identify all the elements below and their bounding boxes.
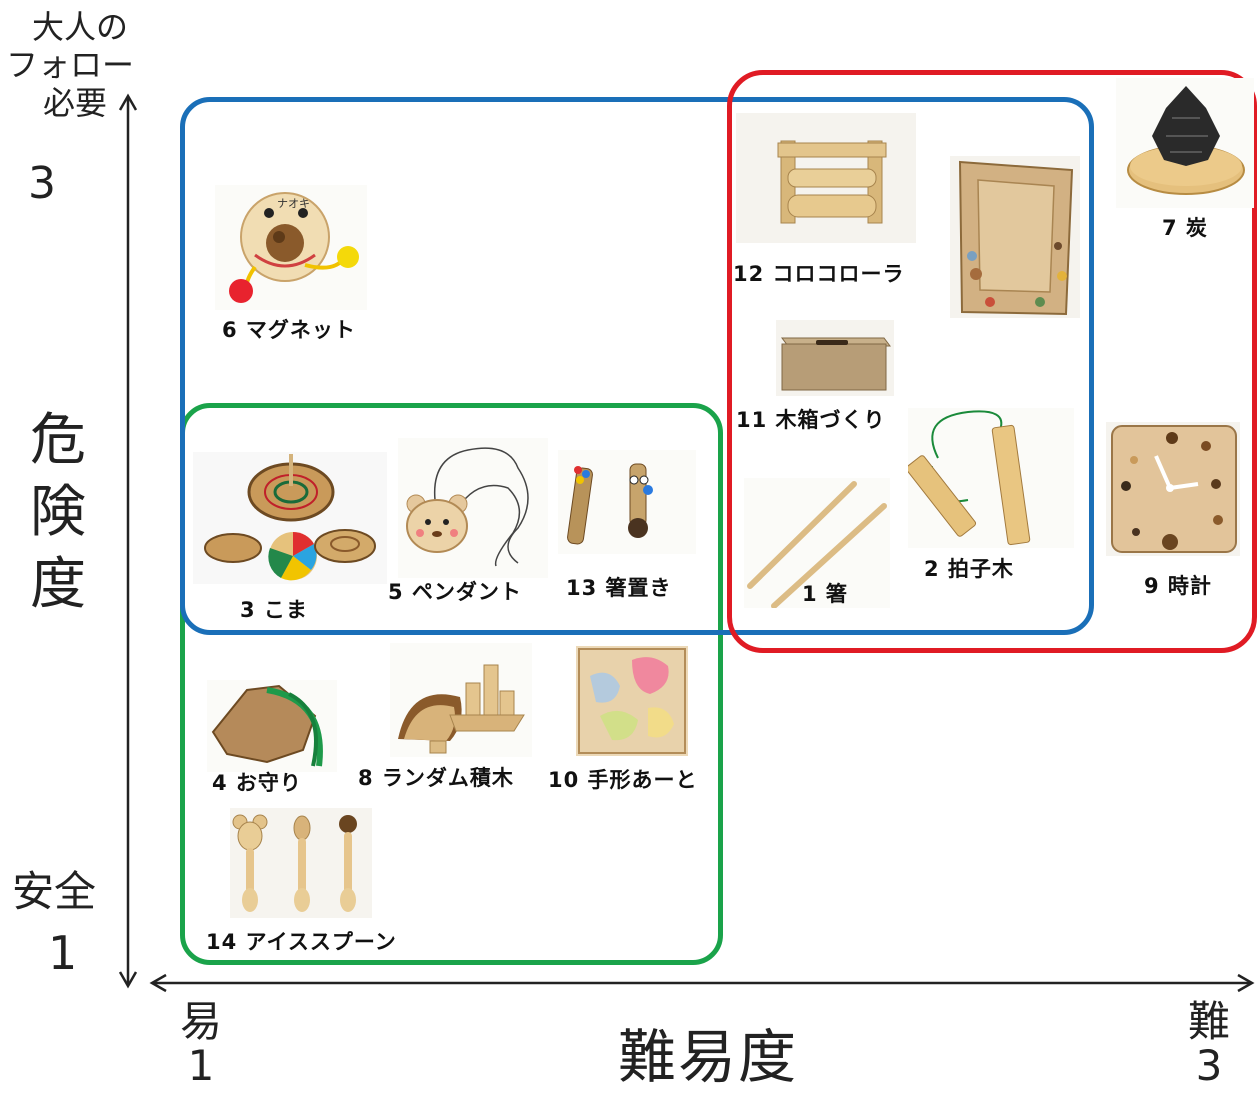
y-axis-low-word: 安全 bbox=[12, 867, 97, 916]
chopsticks-icon bbox=[744, 478, 890, 608]
y-axis-title-char-2: 険 bbox=[30, 480, 86, 545]
handprint-art-icon bbox=[576, 646, 688, 756]
x-axis-low-word: 易 bbox=[180, 997, 223, 1046]
group-box-blue bbox=[180, 97, 1094, 635]
y-axis-high-value: 3 bbox=[28, 158, 56, 209]
x-axis-low-value: 1 bbox=[187, 1041, 215, 1090]
wooden-roller-icon bbox=[736, 113, 916, 243]
item-label-8: 8 ランダム積木 bbox=[358, 766, 514, 790]
item-label-4: 4 お守り bbox=[212, 771, 302, 795]
svg-text:ナオキ: ナオキ bbox=[277, 197, 310, 210]
item-label-11: 11 木箱づくり bbox=[736, 408, 886, 432]
item-label-7: 7 炭 bbox=[1162, 216, 1208, 240]
x-axis-high-value: 3 bbox=[1195, 1041, 1223, 1090]
chopstick-rest-icon bbox=[558, 450, 696, 554]
charcoal-pinecone-icon bbox=[1116, 78, 1254, 208]
magnet-face-icon: ナオキ bbox=[215, 185, 367, 310]
y-axis-title-char-3: 度 bbox=[30, 552, 86, 617]
wooden-clock-icon bbox=[1106, 422, 1240, 556]
y-axis-low-value: 1 bbox=[48, 926, 78, 980]
item-label-5: 5 ペンダント bbox=[388, 580, 522, 604]
item-label-12: 12 コロコローラ bbox=[733, 262, 905, 286]
x-axis-low: 易 1 bbox=[180, 1000, 222, 1088]
item-label-6: 6 マグネット bbox=[222, 318, 356, 342]
x-axis-high: 難 3 bbox=[1188, 1000, 1230, 1088]
y-axis-title-char-1: 危 bbox=[30, 408, 86, 473]
y-axis-note: 大人の フォロー 必要 bbox=[6, 8, 140, 122]
item-label-3: 3 こま bbox=[240, 598, 308, 622]
x-axis-title: 難易度 bbox=[618, 1023, 799, 1091]
ice-spoon-icon bbox=[230, 808, 372, 918]
item-label-9: 9 時計 bbox=[1144, 574, 1212, 598]
y-axis-note-line-3: 必要 bbox=[42, 84, 107, 122]
bear-pendant-icon bbox=[398, 438, 548, 578]
x-axis-high-word: 難 bbox=[1188, 997, 1231, 1046]
y-axis-title: 危 険 度 bbox=[28, 405, 88, 621]
building-blocks-icon bbox=[390, 643, 532, 757]
y-axis-note-line-2: フォロー bbox=[5, 46, 134, 84]
spinning-top-icon bbox=[193, 452, 387, 584]
group-box-red bbox=[727, 70, 1257, 653]
y-axis-note-line-1: 大人の bbox=[31, 8, 128, 46]
item-label-14: 14 アイススプーン bbox=[206, 930, 397, 954]
item-label-10: 10 手形あーと bbox=[548, 768, 698, 792]
wooden-frame-icon bbox=[950, 156, 1080, 318]
clappers-icon bbox=[908, 408, 1074, 548]
amulet-icon bbox=[207, 680, 337, 772]
wooden-box-icon bbox=[776, 320, 894, 396]
item-label-2: 2 拍子木 bbox=[924, 557, 1014, 581]
item-label-1: 1 箸 bbox=[802, 582, 848, 606]
item-label-13: 13 箸置き bbox=[566, 576, 672, 600]
group-box-green bbox=[180, 403, 723, 965]
